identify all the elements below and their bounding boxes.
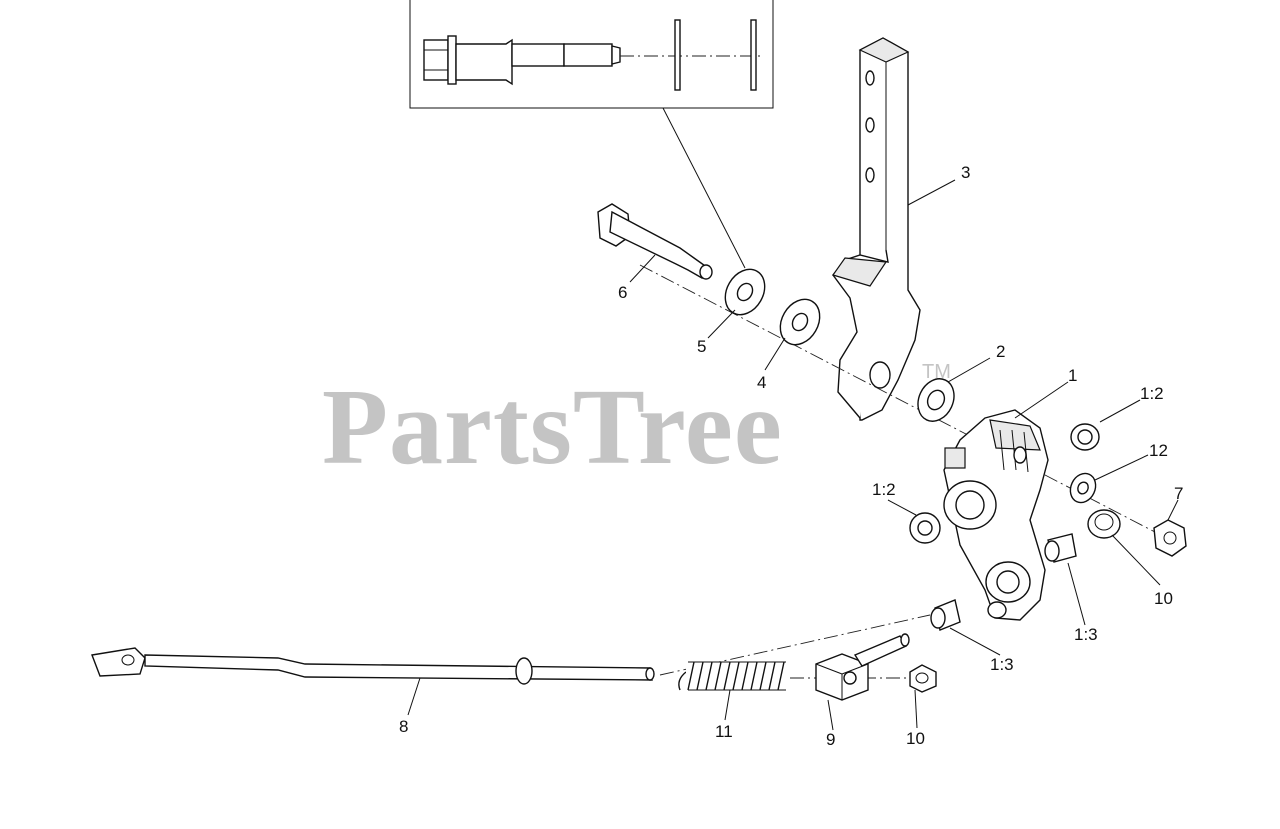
part-5-washer xyxy=(724,268,766,316)
callout-11: 11 xyxy=(715,722,733,741)
callout-10-upper: 10 xyxy=(1154,589,1173,608)
part-6-shoulder-bolt xyxy=(597,203,713,280)
callout-labels: 1 1:2 1:2 1:3 1:3 2 3 4 5 6 7 8 9 10 10 … xyxy=(399,163,1183,749)
part-9-swivel-block xyxy=(815,633,910,701)
callout-12: 12 xyxy=(1149,441,1168,460)
callout-1-2-lower: 1:2 xyxy=(872,480,896,499)
part-1-3-bushing-upper xyxy=(1044,533,1077,563)
part-8-rod xyxy=(91,647,655,685)
callout-4: 4 xyxy=(757,373,766,392)
callout-1-2-upper: 1:2 xyxy=(1140,384,1164,403)
callout-10-lower: 10 xyxy=(906,729,925,748)
part-4-washer xyxy=(779,298,821,346)
part-7-nut xyxy=(1153,519,1187,557)
part-3-lever-arm xyxy=(832,37,921,421)
callout-8: 8 xyxy=(399,717,408,736)
callout-7: 7 xyxy=(1174,484,1183,503)
callout-3: 3 xyxy=(961,163,970,182)
callout-1-3-lower: 1:3 xyxy=(990,655,1014,674)
part-12-washer xyxy=(1069,472,1097,504)
detail-inset xyxy=(409,0,774,269)
leader-lines xyxy=(407,179,1179,731)
watermark-brand: PartsTree xyxy=(322,368,783,487)
callout-6: 6 xyxy=(618,283,627,302)
callout-5: 5 xyxy=(697,337,706,356)
part-1-pivot-bracket xyxy=(943,409,1049,621)
part-11-spring xyxy=(678,661,786,691)
part-1-2-bushing-upper xyxy=(1070,423,1100,451)
part-1-2-bushing-lower xyxy=(909,512,941,544)
callout-2: 2 xyxy=(996,342,1005,361)
callout-1-3-upper: 1:3 xyxy=(1074,625,1098,644)
part-1-3-bushing-lower xyxy=(930,599,961,631)
watermark: PartsTree TM xyxy=(322,361,951,487)
part-10-flange-nut-upper xyxy=(1087,509,1121,539)
part-10-flange-nut-lower xyxy=(909,664,937,693)
part-2-washer xyxy=(917,378,955,422)
callout-1: 1 xyxy=(1068,366,1077,385)
callout-9: 9 xyxy=(826,730,835,749)
watermark-trademark: TM xyxy=(922,361,951,383)
